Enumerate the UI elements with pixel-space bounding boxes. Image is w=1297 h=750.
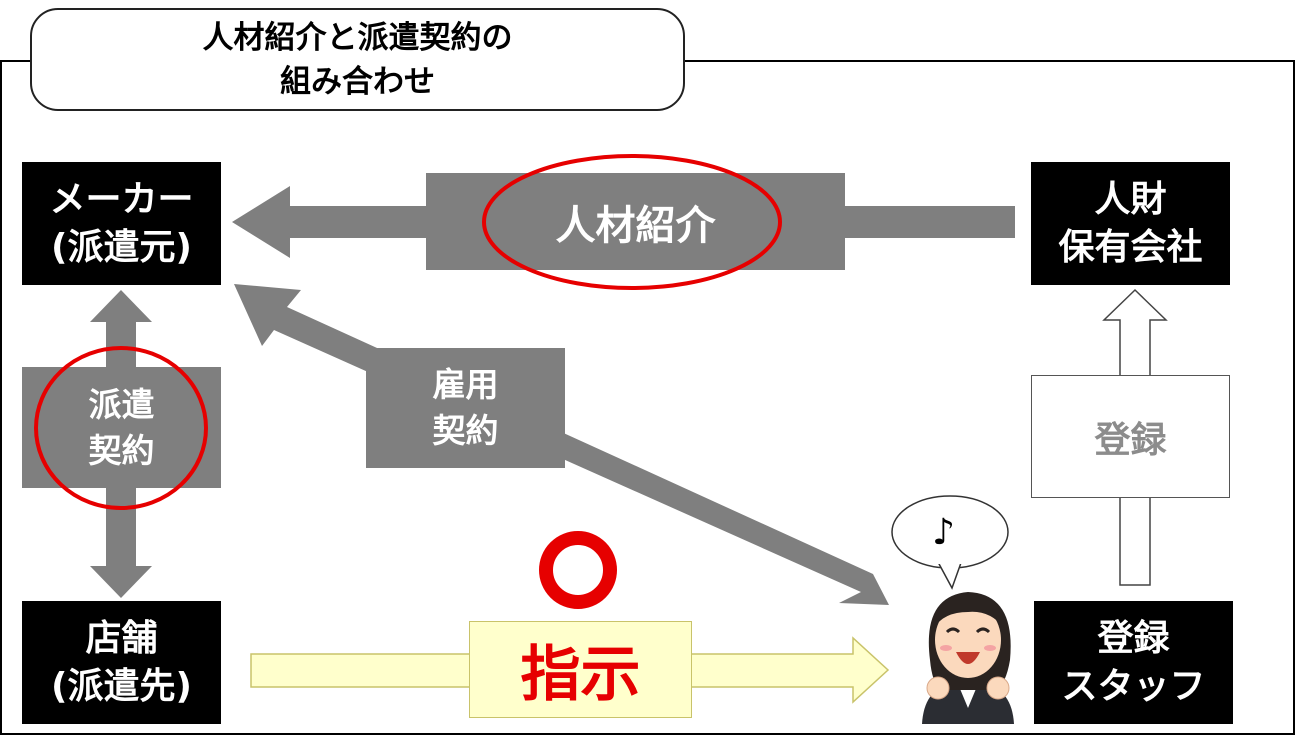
dispatch-label-box: 派遣 契約 <box>22 367 221 488</box>
speech-bubble-icon <box>891 495 1009 590</box>
instruction-label: 指示 <box>520 640 641 710</box>
store-line1: 店舗 <box>85 617 158 659</box>
maker-line1: メーカー <box>49 178 194 220</box>
staff-person-icon <box>922 592 1014 724</box>
dispatch-line1: 派遣 <box>88 384 155 424</box>
music-note-icon: ♪ <box>932 512 955 553</box>
employment-line1: 雇用 <box>432 365 499 404</box>
maker-node: メーカー (派遣元) <box>22 162 221 285</box>
referral-label-box: 人材紹介 <box>426 173 845 270</box>
ok-circle-icon <box>539 531 617 609</box>
employment-line2: 契約 <box>432 411 499 450</box>
registration-label-box: 登録 <box>1031 375 1230 498</box>
talent-company-line1: 人財 <box>1094 178 1167 220</box>
staff-node: 登録 スタッフ <box>1034 601 1233 724</box>
title-line2: 組み合わせ <box>280 63 435 100</box>
talent-company-line2: 保有会社 <box>1058 226 1203 268</box>
registration-label: 登録 <box>1094 419 1167 461</box>
store-line2: (派遣先) <box>51 665 192 707</box>
staff-line1: 登録 <box>1097 617 1170 659</box>
talent-company-node: 人財 保有会社 <box>1031 162 1230 285</box>
instruction-label-box: 指示 <box>469 621 692 718</box>
diagram-title: 人材紹介と派遣契約の 組み合わせ <box>30 8 685 111</box>
title-line1: 人材紹介と派遣契約の <box>202 19 513 56</box>
maker-line2: (派遣元) <box>51 226 192 268</box>
store-node: 店舗 (派遣先) <box>22 601 221 724</box>
dispatch-line2: 契約 <box>88 430 155 470</box>
referral-red-ellipse <box>482 154 782 290</box>
staff-line2: スタッフ <box>1061 665 1206 707</box>
dispatch-red-ellipse <box>34 346 208 510</box>
referral-label: 人材紹介 <box>555 202 716 249</box>
employment-label-box: 雇用 契約 <box>366 348 565 468</box>
